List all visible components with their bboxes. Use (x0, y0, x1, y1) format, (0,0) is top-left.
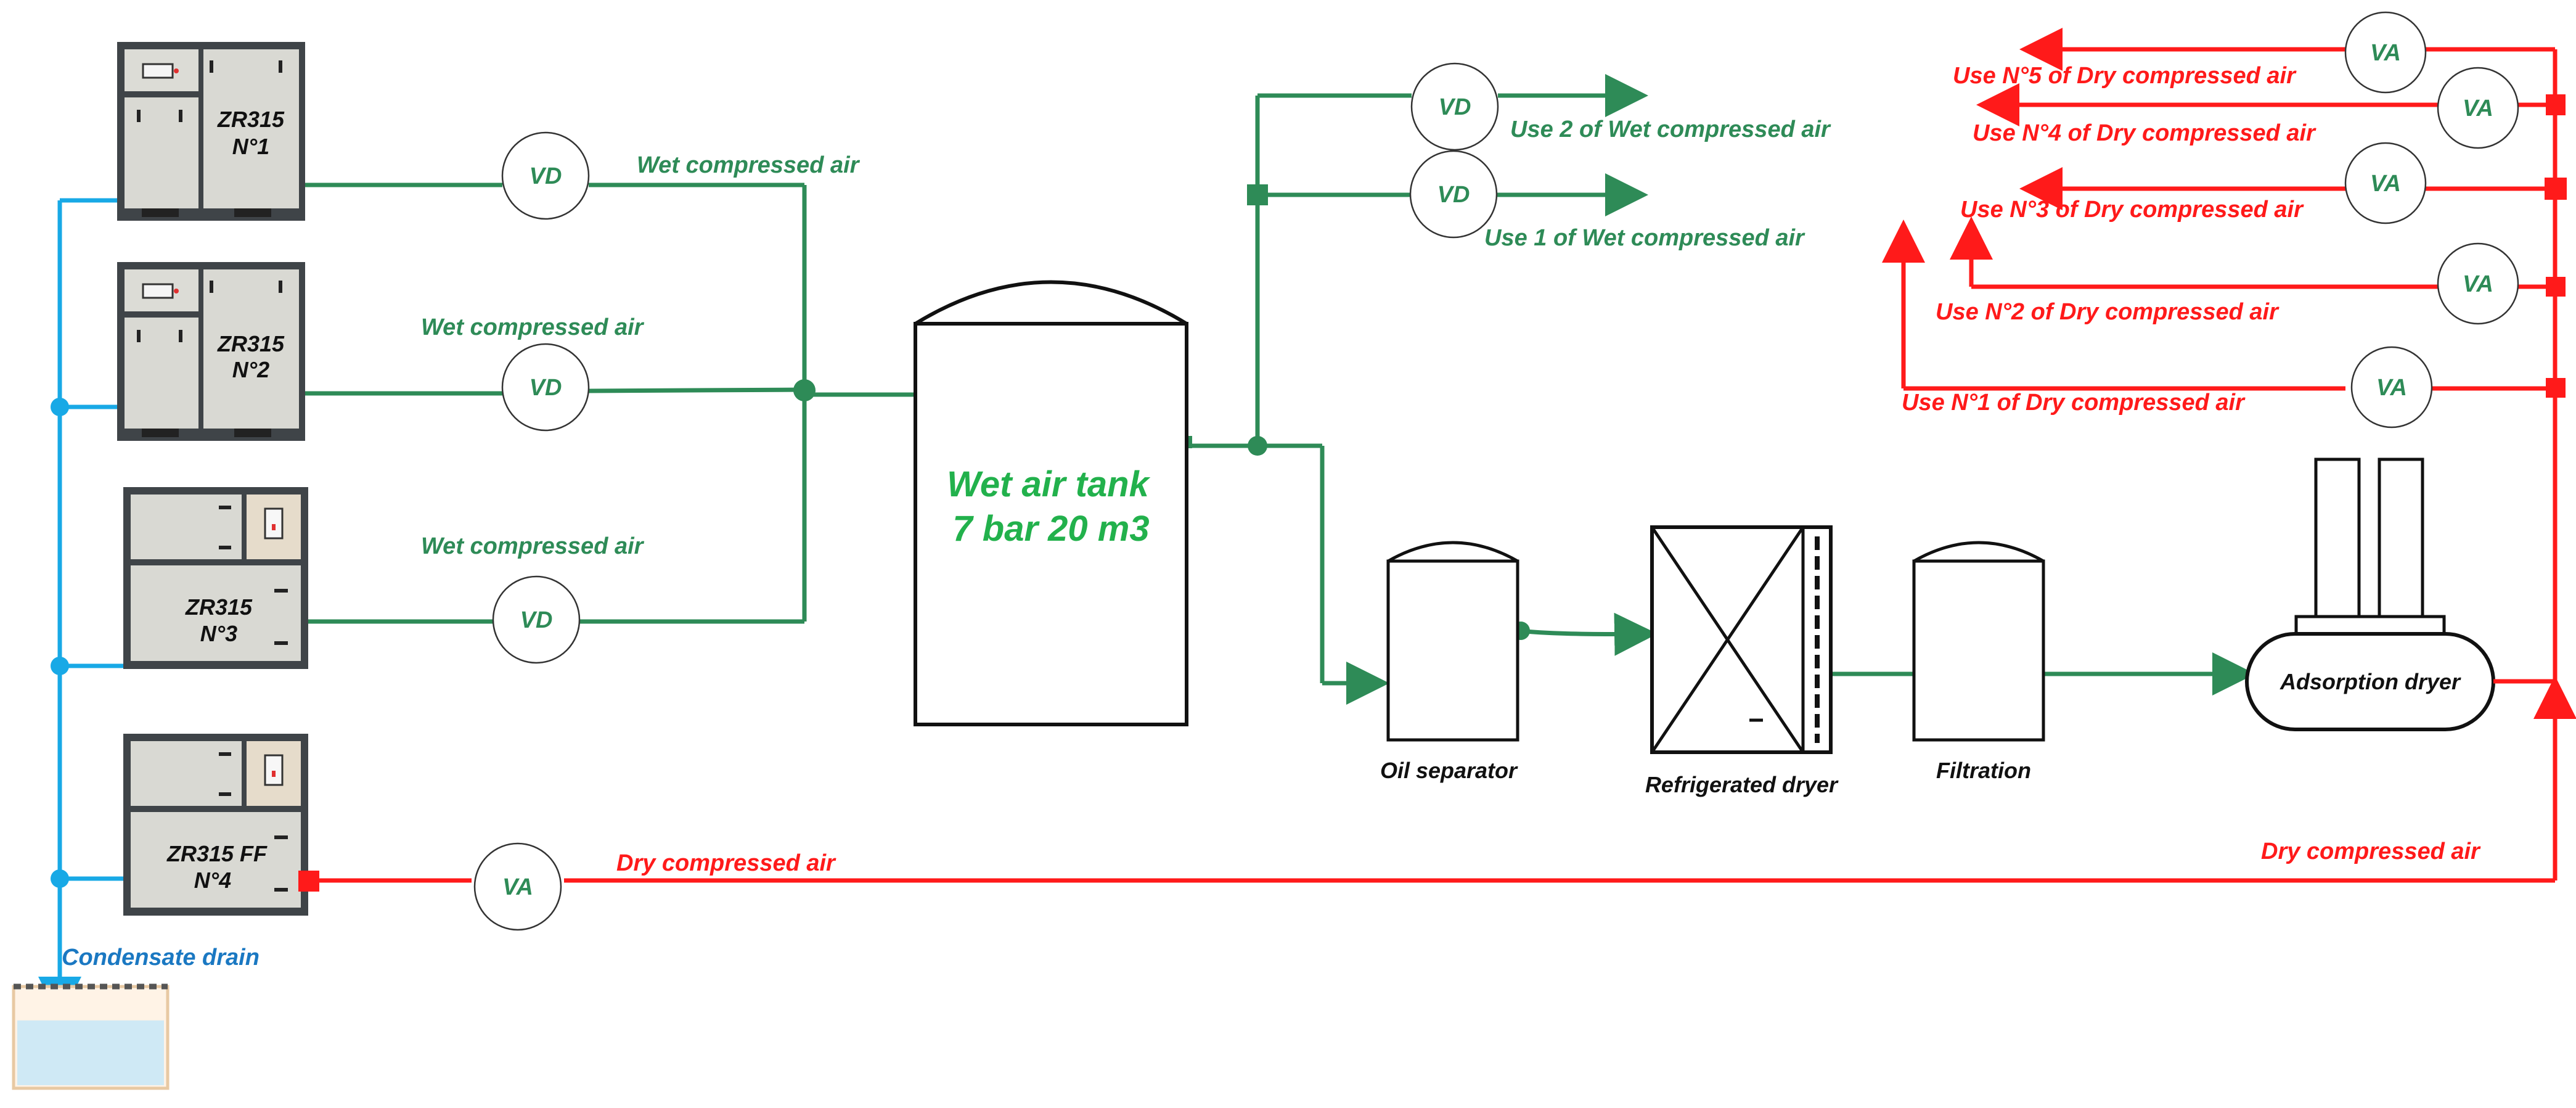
wet-line-label-3: Wet compressed air (421, 533, 645, 559)
oil-separator-label: Oil separator (1380, 758, 1518, 783)
svg-text:VA: VA (2376, 375, 2407, 401)
condensate-tank (12, 983, 170, 1090)
compressor-2-number: N°2 (232, 357, 269, 382)
dry-line-label-right: Dry compressed air (2261, 839, 2481, 864)
compressor-4 (123, 734, 308, 916)
compressor-4-model: ZR315 FF (166, 841, 268, 866)
compressor-1-number: N°1 (232, 134, 269, 159)
wet-junctions (793, 184, 1530, 640)
tank-title: Wet air tank (947, 464, 1150, 504)
condensate-drain-network (38, 198, 126, 1020)
va-meter-use-3: VA (2344, 142, 2427, 224)
svg-text:VD: VD (530, 163, 562, 189)
refrigerated-dryer (1650, 525, 1833, 754)
svg-text:VA: VA (2370, 171, 2401, 197)
svg-text:VD: VD (520, 607, 553, 633)
svg-text:VD: VD (530, 375, 562, 401)
refrigerated-dryer-label: Refrigerated dryer (1645, 772, 1839, 797)
va-meter-use-4: VA (2437, 67, 2519, 149)
condensate-drain-label: Condensate drain (62, 945, 260, 971)
dry-use-3-label: Use N°3 of Dry compressed air (1960, 197, 2304, 223)
dry-junctions (298, 94, 2567, 892)
compressor-3-model: ZR315 (185, 594, 253, 620)
va-meter-bottom: VA (473, 842, 562, 931)
compressor-2 (117, 262, 305, 441)
wet-use-1-label: Use 1 of Wet compressed air (1484, 225, 1805, 251)
vd-meter-use-2: VD (1410, 62, 1499, 151)
svg-text:VD: VD (1437, 182, 1470, 208)
svg-text:VA: VA (502, 874, 533, 900)
vd-meter-3: VD (492, 575, 581, 664)
svg-text:VA: VA (2463, 96, 2493, 121)
oil-separator (1386, 541, 1519, 742)
adsorption-dryer (2245, 458, 2495, 731)
wet-line-label-2: Wet compressed air (421, 314, 645, 340)
filtration-unit (1912, 541, 2045, 742)
drain-junctions (51, 398, 69, 888)
wet-air-tank (914, 280, 1188, 726)
va-meter-use-2: VA (2437, 242, 2519, 325)
dry-use-4-label: Use N°4 of Dry compressed air (1973, 120, 2316, 146)
dry-air-piping (308, 28, 2576, 883)
vd-meter-1: VD (501, 131, 590, 220)
compressor-3 (123, 487, 308, 669)
compressor-1-model: ZR315 (217, 107, 285, 132)
va-meter-use-1: VA (2350, 346, 2433, 429)
va-meter-use-5: VA (2344, 11, 2427, 94)
svg-text:VA: VA (2463, 271, 2493, 297)
dry-line-label-bottom: Dry compressed air (616, 850, 836, 876)
compressor-2-model: ZR315 (217, 331, 285, 356)
compressor-1 (117, 42, 305, 221)
compressor-3-number: N°3 (200, 621, 237, 646)
dry-use-2-label: Use N°2 of Dry compressed air (1936, 299, 2280, 325)
filtration-label: Filtration (1936, 758, 2031, 783)
adsorption-dryer-label: Adsorption dryer (2280, 669, 2461, 694)
compressor-4-number: N°4 (194, 868, 231, 893)
wet-line-label-1: Wet compressed air (637, 152, 861, 178)
wet-air-piping (305, 74, 2255, 705)
dry-use-1-label: Use N°1 of Dry compressed air (1902, 390, 2246, 416)
svg-text:VA: VA (2370, 40, 2401, 66)
vd-meter-use-1: VD (1409, 150, 1498, 239)
dry-use-5-label: Use N°5 of Dry compressed air (1953, 63, 2297, 89)
vd-meter-2: VD (501, 343, 590, 432)
svg-text:VD: VD (1439, 94, 1471, 120)
wet-use-2-label: Use 2 of Wet compressed air (1510, 117, 1831, 142)
tank-capacity: 7 bar 20 m3 (952, 509, 1149, 549)
